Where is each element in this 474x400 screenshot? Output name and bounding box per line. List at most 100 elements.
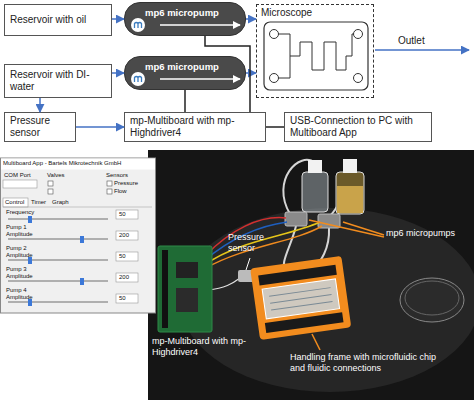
photo-annotation: mp6 micropumps: [386, 228, 472, 239]
chip-port: [270, 30, 279, 39]
bottle: [336, 172, 364, 214]
value-box: [116, 252, 138, 261]
node-text: mp6 micropump: [145, 61, 219, 73]
node-text: USB-Connection to PC with Multiboard App: [290, 115, 426, 139]
control-line: [184, 90, 186, 112]
gui-value: 200: [119, 274, 139, 281]
checkbox: [48, 189, 53, 194]
gui-text: Amplitude: [6, 273, 56, 280]
node-text: Reservoir with oil: [10, 14, 86, 26]
flow-arrow: [112, 18, 124, 20]
microfluidic-chip: [264, 22, 368, 90]
handling-frame: [250, 256, 351, 340]
signal-arrow: [39, 98, 41, 112]
chip-port: [354, 30, 363, 39]
gui-text: Frequency: [6, 209, 56, 216]
outlet-arrow: [375, 49, 469, 51]
gui-text: Amplitude: [6, 231, 56, 238]
text-stack: USB-Connection to PC with Multiboard App: [290, 115, 426, 139]
text-stack: mp-Multiboard with mp-Highdriver4: [130, 115, 260, 139]
bottle-cap: [343, 159, 357, 173]
chip-channel: [279, 34, 354, 78]
microfluidic-chip-photo: [262, 279, 339, 319]
chip-channels: [269, 288, 332, 310]
pin-header: [162, 250, 168, 328]
node-text: Pressure sensor: [10, 115, 70, 139]
checkbox: [48, 181, 53, 186]
gui-value: 50: [119, 211, 139, 218]
slider-thumb: [28, 299, 32, 306]
photo-annotation: mp-Multiboard with mp-Highdriver4: [152, 336, 264, 358]
wire: [208, 278, 240, 290]
reservoir-box: Reservoir with DI-water: [4, 64, 112, 98]
photo-annotation: Pressure sensor: [228, 232, 286, 254]
table-surface: [180, 208, 474, 392]
gui-text: Amplitude: [6, 294, 56, 301]
slider-thumb: [28, 257, 32, 264]
value-box: [116, 210, 138, 219]
flow-arrow: [112, 72, 124, 74]
gui-value: 50: [119, 295, 139, 302]
title-bar: [1, 159, 155, 170]
wire: [205, 222, 287, 260]
gui-text: Flow: [114, 188, 152, 195]
combo-box: [3, 180, 37, 188]
node-text: Microscope: [261, 7, 312, 19]
text-stack: mp6 micropump: [145, 7, 219, 19]
slider-thumb: [80, 236, 84, 243]
gui-tab: Control: [5, 199, 29, 206]
text-stack: Microscope: [261, 7, 312, 19]
checkbox: [107, 189, 112, 194]
gui-value: 200: [119, 232, 139, 239]
slider-thumb: [80, 278, 84, 285]
slider-thumb: [28, 216, 32, 223]
slider-track: [8, 280, 108, 282]
leader-line: [309, 220, 384, 237]
petri-dish: [400, 278, 464, 322]
slider-track: [8, 259, 108, 261]
value-box: [116, 294, 138, 303]
gui-tab: Timer: [31, 199, 51, 206]
controller-box: mp-Multiboard with mp-Highdriver4: [124, 112, 266, 142]
gui-text: Sensors: [106, 172, 151, 179]
frame-body: [250, 256, 351, 340]
chip-port: [354, 74, 363, 83]
micropump-photo: [285, 212, 307, 226]
tab-line: [3, 207, 152, 208]
gui-text: Pressure: [114, 180, 152, 187]
wire: [206, 222, 320, 264]
tab: [3, 198, 28, 207]
chip: [176, 288, 198, 312]
reservoir-box: Reservoir with oil: [4, 4, 112, 36]
leader-line: [312, 334, 320, 350]
circuit-board: [158, 246, 212, 332]
gui-text: Amplitude: [6, 252, 56, 259]
outlet-label: Outlet: [398, 35, 440, 47]
slider-track: [8, 218, 108, 220]
checkbox: [107, 181, 112, 186]
gui-text: Pump 1: [6, 224, 56, 231]
petri-dish-rim: [405, 281, 459, 315]
flow-arrow: [246, 18, 256, 20]
gui-text: Pump 3: [6, 266, 56, 273]
leader-line: [246, 258, 250, 270]
text-stack: mp6 micropump: [145, 61, 219, 73]
slider-track: [8, 301, 108, 303]
pc-box: USB-Connection to PC with Multiboard App: [284, 112, 432, 142]
gui-text: COM Port: [4, 172, 44, 179]
gui-text: Valves: [47, 172, 87, 179]
node-text: mp6 micropump: [145, 7, 219, 19]
window-title: Multiboard App - Bartels Mikrotechnik Gm…: [3, 160, 153, 167]
oil-liquid: [337, 186, 363, 213]
pump-box: mp6 micropump: [124, 56, 246, 90]
app-window: [1, 158, 156, 313]
node-text: mp-Multiboard with mp-Highdriver4: [130, 115, 260, 139]
control-line: [266, 126, 284, 128]
bottle-cap: [308, 160, 322, 173]
chip-port: [270, 74, 279, 83]
text-stack: Reservoir with DI-water: [10, 69, 106, 93]
value-box: [116, 273, 138, 282]
gui-text: Pump 2: [6, 245, 56, 252]
gui-tab: Graph: [52, 199, 74, 206]
value-box: [116, 231, 138, 240]
